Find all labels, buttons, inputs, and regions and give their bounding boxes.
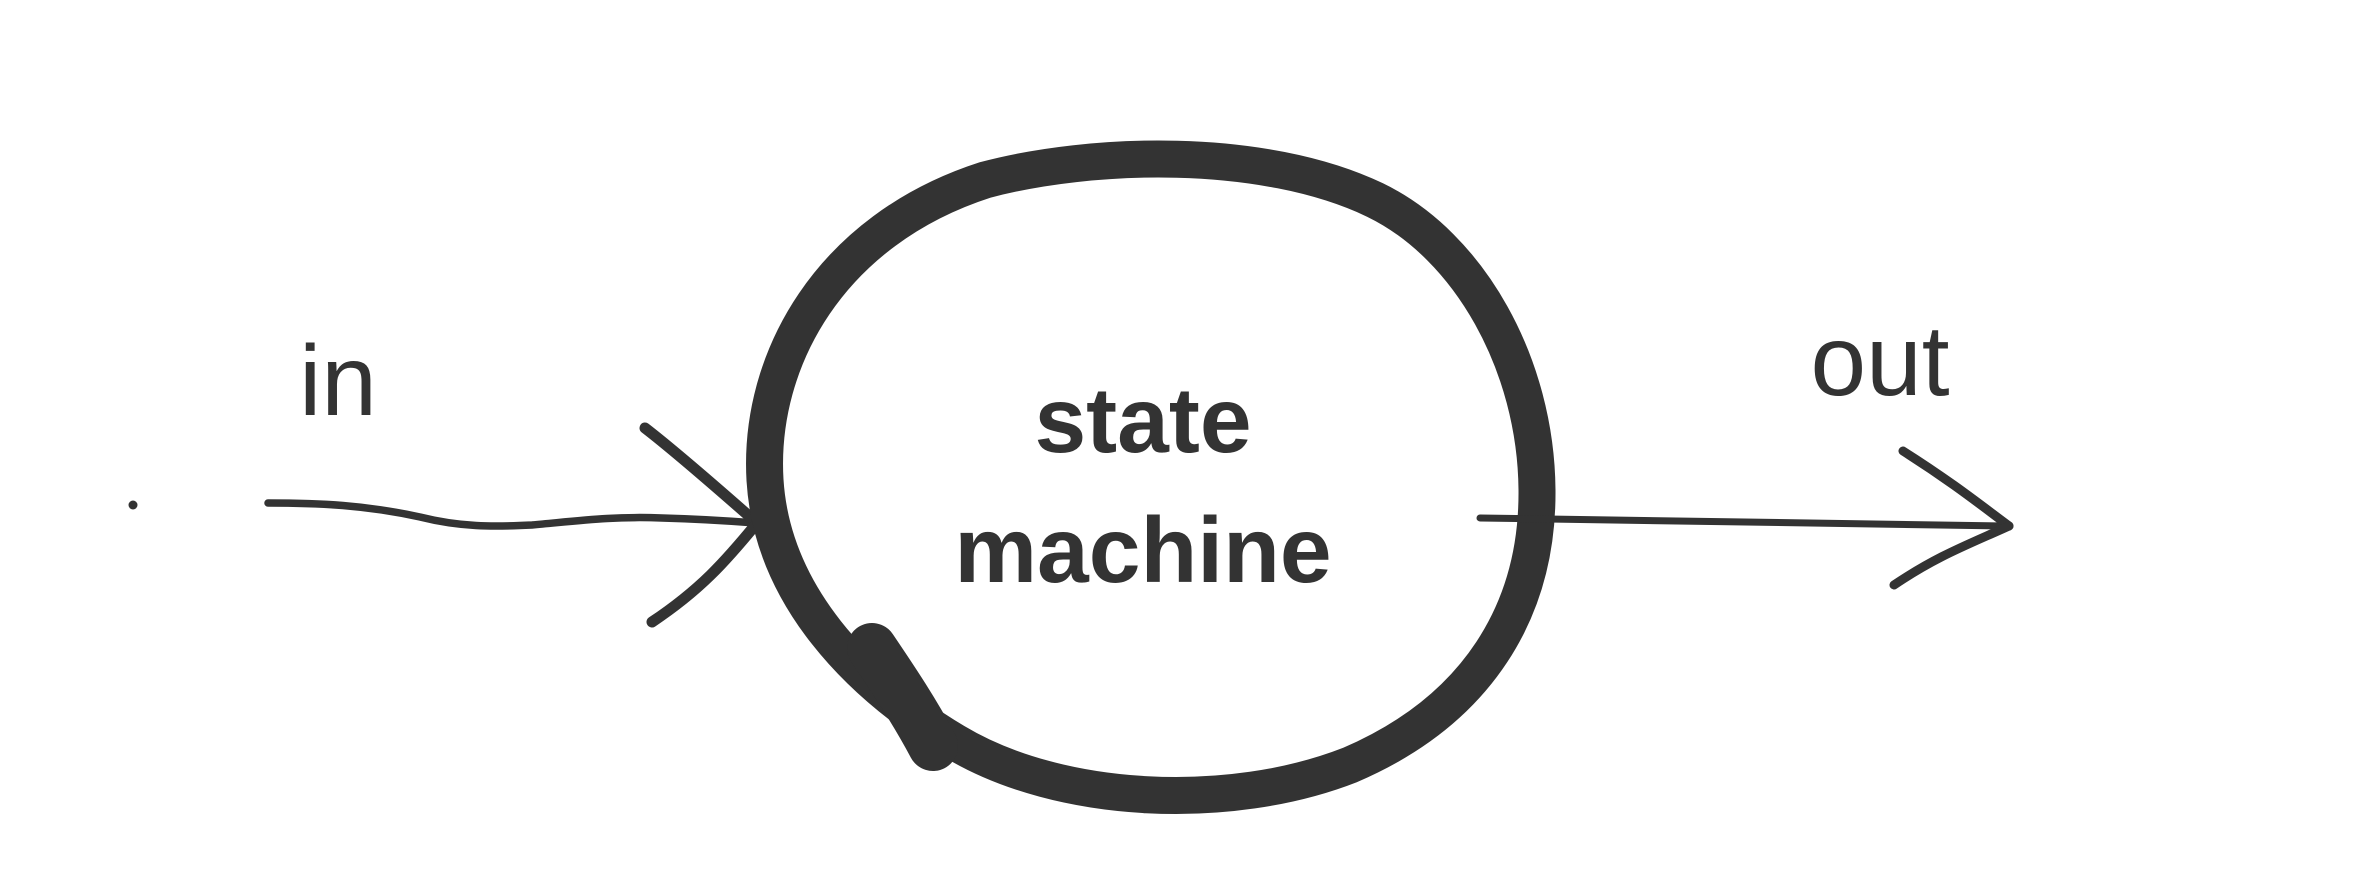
in-arrowhead-lower: [646, 517, 763, 628]
in-arrow-line: [264, 499, 760, 530]
out-label: out: [1810, 305, 1949, 417]
start-dot: [128, 500, 138, 510]
out-arrow-line: [1476, 514, 2009, 530]
in-label: in: [299, 325, 377, 437]
out-arrowhead-upper: [1898, 446, 2014, 531]
state-machine-label-line2: machine: [954, 498, 1331, 602]
state-machine-label-line1: state: [1034, 368, 1251, 472]
out-arrowhead-lower: [1889, 521, 2014, 590]
pen-stroke-blob: [847, 623, 958, 771]
state-machine-node-circle: [746, 140, 1556, 815]
in-arrowhead-upper: [639, 422, 763, 529]
